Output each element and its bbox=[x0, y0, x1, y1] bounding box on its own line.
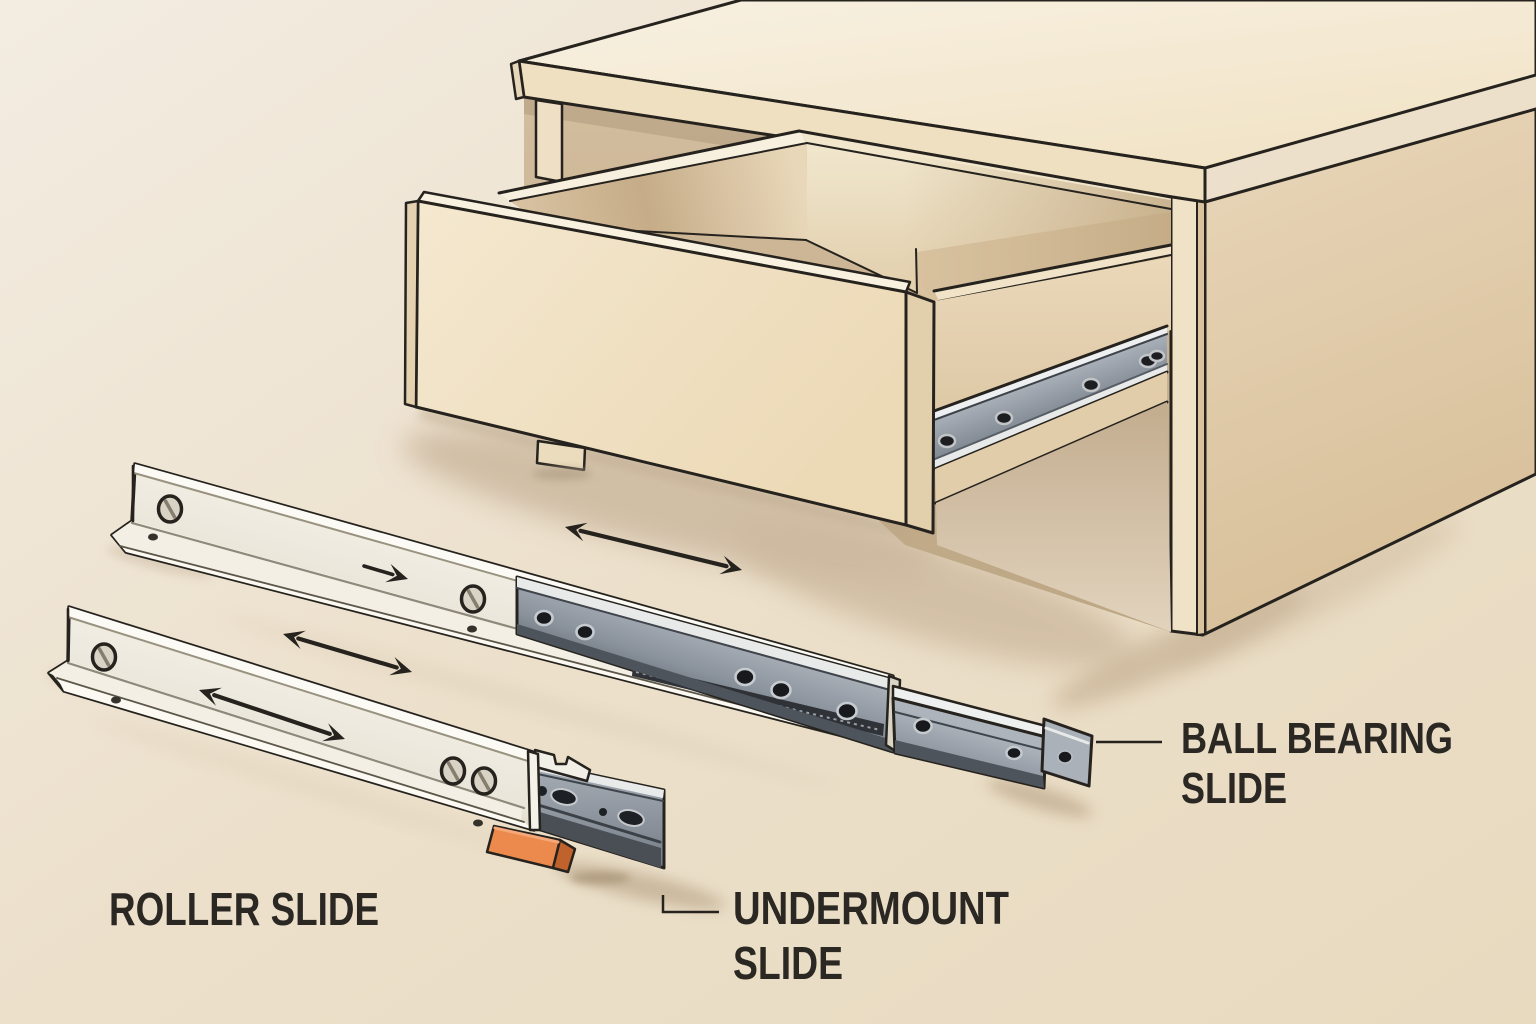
svg-text:SLIDE: SLIDE bbox=[733, 937, 843, 989]
svg-text:BALL BEARING: BALL BEARING bbox=[1181, 714, 1453, 763]
svg-text:SLIDE: SLIDE bbox=[1181, 764, 1287, 813]
svg-text:UNDERMOUNT: UNDERMOUNT bbox=[733, 882, 1009, 934]
svg-text:ROLLER SLIDE: ROLLER SLIDE bbox=[109, 883, 379, 935]
